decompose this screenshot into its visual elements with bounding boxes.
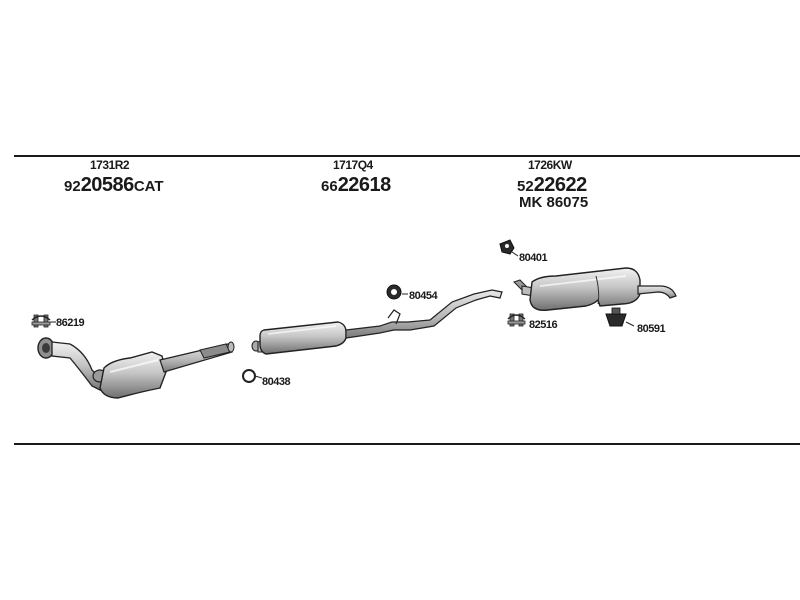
rubber-ring-80454-icon bbox=[386, 284, 408, 300]
group3-prefix: 52 bbox=[517, 178, 534, 195]
group1-prefix: 92 bbox=[64, 178, 81, 195]
group1-number: 20586 bbox=[80, 174, 135, 196]
group3-part-number: 5222622 bbox=[517, 175, 587, 195]
hanger-loop bbox=[387, 309, 401, 325]
front-flange-hole bbox=[42, 343, 50, 353]
catalyst-body bbox=[99, 351, 167, 399]
silencer-highlight bbox=[267, 325, 337, 335]
group3-code: 1726KW bbox=[528, 158, 572, 172]
group3-extra-number: MK 86075 bbox=[519, 194, 589, 211]
group2-code: 1717Q4 bbox=[333, 158, 373, 172]
group3-number: 22622 bbox=[533, 174, 588, 196]
clamp-86219-icon bbox=[31, 314, 56, 328]
part-label-80438: 80438 bbox=[262, 376, 291, 388]
cat-outlet-sleeve bbox=[199, 343, 231, 359]
top-divider-line bbox=[14, 155, 800, 157]
front-bend-pipe bbox=[51, 341, 106, 394]
rear-highlight bbox=[539, 275, 627, 287]
clamp-ring-80438-icon bbox=[242, 369, 263, 383]
group1-suffix: CAT bbox=[133, 178, 164, 195]
part-label-80401: 80401 bbox=[519, 252, 548, 264]
middle-silencer bbox=[251, 289, 503, 355]
group1-code: 1731R2 bbox=[90, 158, 130, 172]
intermediate-pipe bbox=[345, 289, 503, 339]
group2-part-number: 6622618 bbox=[321, 175, 391, 195]
group1-part-number: 9220586CAT bbox=[64, 175, 164, 195]
cat-outlet-end bbox=[227, 341, 235, 353]
middle-silencer-body bbox=[259, 321, 347, 355]
group2-number: 22618 bbox=[337, 174, 392, 196]
rear-seam bbox=[595, 275, 600, 305]
rubber-mount-80591-icon bbox=[605, 307, 635, 327]
clamp-82516-icon bbox=[507, 313, 526, 327]
rubber-mount-80401-icon bbox=[499, 239, 519, 257]
rear-silencer bbox=[513, 267, 677, 311]
part-label-82516: 82516 bbox=[529, 319, 558, 331]
tailpipe bbox=[637, 285, 677, 299]
part-label-86219: 86219 bbox=[56, 317, 85, 329]
front-pipe-catalyst bbox=[37, 337, 235, 399]
part-label-80454: 80454 bbox=[409, 290, 438, 302]
catalyst-highlight bbox=[109, 359, 159, 373]
group2-prefix: 66 bbox=[321, 178, 338, 195]
part-label-80591: 80591 bbox=[637, 323, 666, 335]
rear-silencer-body bbox=[529, 267, 641, 311]
bottom-divider-line bbox=[14, 443, 800, 445]
